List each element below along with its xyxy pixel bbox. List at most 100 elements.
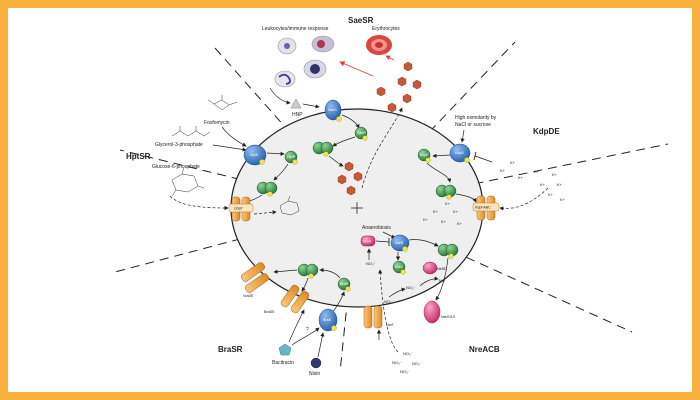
erythrocytes-label: Erythrocytes xyxy=(372,26,400,32)
no2-to-no-arrow xyxy=(419,276,439,287)
svg-text:K+: K+ xyxy=(557,182,563,187)
svg-text:NreB: NreB xyxy=(395,241,404,245)
nreb-to-dimer-arrow xyxy=(408,239,439,247)
svg-text:K+: K+ xyxy=(540,182,546,187)
bracitracin-link-line xyxy=(288,309,305,343)
kdpd-histidine-kinase: KdpD xyxy=(449,143,471,163)
glucose6p-internalized xyxy=(279,195,300,216)
svg-text:SaeR: SaeR xyxy=(357,131,366,135)
glycerol3p-structure xyxy=(171,126,211,137)
svg-text:K+: K+ xyxy=(560,197,566,202)
bacitracin-label: Bacitracin xyxy=(272,360,294,366)
brar-to-dimer-arrow xyxy=(319,267,341,279)
nisin-sphere-icon xyxy=(310,357,322,369)
svg-text:NO₃⁻: NO₃⁻ xyxy=(412,361,422,366)
leukocytes-label: Leukocytes/immune response xyxy=(262,26,329,32)
glucose6p-structure xyxy=(171,166,205,197)
brar-dimer-to-vrade-arrow xyxy=(273,269,298,274)
k-inhibition-bar xyxy=(473,151,477,161)
toxin-export-dashed-arrow xyxy=(361,107,403,189)
svg-text:NarT: NarT xyxy=(386,323,395,327)
svg-text:UhpT: UhpT xyxy=(234,207,244,211)
system-title-kdpde: KdpDE xyxy=(533,127,560,136)
bras-histidine-kinase: BraS xyxy=(318,308,338,332)
svg-text:K+: K+ xyxy=(510,160,516,165)
saer-dimer xyxy=(312,141,334,157)
svg-text:HptR: HptR xyxy=(287,155,296,159)
hpts-to-hptr-arrow xyxy=(266,151,285,156)
svg-text:K+: K+ xyxy=(548,192,554,197)
svg-text:K+: K+ xyxy=(500,168,506,173)
nitrate-ions-outside: NO₃⁻ NO₃⁻ NO₃⁻ NO₃⁻ xyxy=(392,351,422,374)
svg-text:NO₃⁻: NO₃⁻ xyxy=(403,351,413,356)
hptr-response-regulator: HptR xyxy=(284,150,298,165)
brade-transporter: BraDE xyxy=(264,284,310,314)
k-inhibition-line xyxy=(474,155,493,163)
nitrate-uptake-dashed-arrow xyxy=(378,269,399,353)
anaerobiosis-arrow xyxy=(382,231,396,239)
svg-text:NirBD: NirBD xyxy=(437,267,447,271)
fosfomycin-label: Fosfomycin xyxy=(204,120,230,126)
osmolarity-label-line2: NaCl or sucrose xyxy=(455,122,491,128)
hnp-label: HNP xyxy=(292,112,303,118)
svg-text:NreA: NreA xyxy=(363,240,372,244)
fosfomycin-arrow xyxy=(221,126,247,147)
hptr-dimer xyxy=(256,181,278,197)
uhpt-transporter: UhpT xyxy=(228,196,254,222)
hnp-arrow xyxy=(302,103,320,109)
cell-center-cross xyxy=(351,202,363,214)
svg-text:NO₃⁻: NO₃⁻ xyxy=(392,360,402,365)
svg-text:K+: K+ xyxy=(457,221,463,226)
osmolarity-arrow xyxy=(460,129,465,143)
system-title-brasr: BraSR xyxy=(218,345,243,354)
nrec-dimer-to-narghi-arrow xyxy=(435,257,449,301)
svg-text:BraS: BraS xyxy=(323,318,332,322)
svg-text:K+: K+ xyxy=(433,209,439,214)
nirbd-protein: NirBD xyxy=(422,261,447,275)
svg-text:K+: K+ xyxy=(518,175,524,180)
svg-text:VraDE: VraDE xyxy=(243,294,254,298)
nrec-response-regulator: NreC xyxy=(392,260,406,275)
svg-text:K+: K+ xyxy=(445,201,451,206)
osmolarity-label-line1: High osmolarity by xyxy=(455,115,497,121)
svg-text:K+: K+ xyxy=(552,172,558,177)
system-title-nreacb: NreACB xyxy=(469,345,500,354)
svg-text:KdpD: KdpD xyxy=(455,151,464,155)
nisin-to-bras-arrow xyxy=(317,332,325,358)
toxin-lysis-arrow xyxy=(339,61,374,77)
hnp-triangle-icon xyxy=(290,98,302,109)
svg-text:K+: K+ xyxy=(423,217,429,222)
potassium-ions-outside: K+ K+ K+ K+ K+ K+ K+ K+ K+ xyxy=(500,160,566,202)
leukocyte-cells xyxy=(274,35,335,88)
kdpe-response-regulator: KdpE xyxy=(417,148,431,163)
bacitracin-pentagon-icon xyxy=(278,343,292,356)
saer-expression-arrow xyxy=(328,155,344,167)
svg-text:KdpFABC: KdpFABC xyxy=(475,206,491,210)
no-label: NO xyxy=(439,278,445,283)
nrec-dimer xyxy=(437,243,459,259)
glycerol3p-label: Glycerol-3-phosphate xyxy=(155,142,203,148)
svg-text:HptS: HptS xyxy=(250,153,259,157)
narghi-reductase: NarGHJI xyxy=(423,300,455,324)
svg-text:K+: K+ xyxy=(534,169,540,174)
no3-to-no2-arrow xyxy=(388,287,406,298)
no3-inside-label: NO₃⁻ xyxy=(384,299,394,304)
hpts-histidine-kinase: HptS xyxy=(243,144,267,166)
svg-text:K+: K+ xyxy=(441,219,447,224)
svg-text:NarGHJI: NarGHJI xyxy=(441,315,455,319)
kdpd-to-kdpe-arrow xyxy=(432,153,451,158)
saer-to-dimer-arrow xyxy=(332,136,356,147)
kdpfabc-transporter: KdpFABC xyxy=(472,195,500,221)
secreted-toxins xyxy=(337,61,422,196)
glucose6p-dashed-arrow xyxy=(169,195,229,211)
anaerobiosis-label: Anaerobiosis xyxy=(362,225,391,231)
nrea-inhibits-nreb xyxy=(375,240,390,243)
svg-text:NreC: NreC xyxy=(395,265,404,269)
nrea-protein: NreA xyxy=(360,235,376,247)
nreb-histidine-kinase: NreB xyxy=(390,234,410,252)
kdpe-dimer xyxy=(435,184,457,200)
potassium-ions-inside: K+ K+ K+ K+ K+ K+ xyxy=(423,201,463,226)
nart-transporter: NarT xyxy=(363,305,395,329)
svg-text:BraR: BraR xyxy=(340,282,349,286)
toxin-red-arrow xyxy=(385,55,395,61)
